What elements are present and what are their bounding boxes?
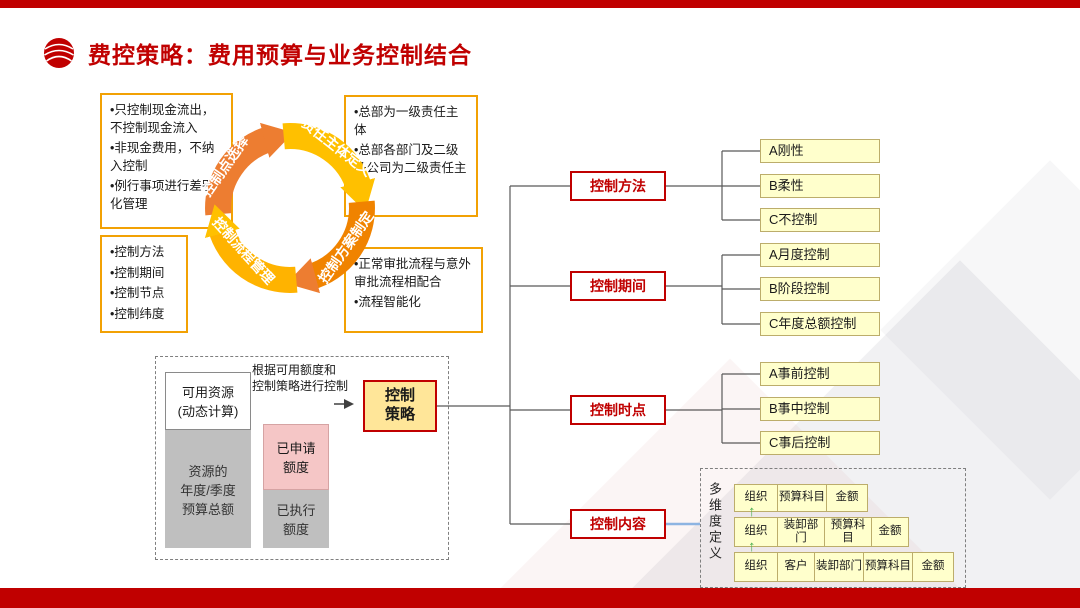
dimension-cell: 组织 bbox=[734, 484, 778, 512]
up-arrow-icon: ↑ bbox=[748, 538, 756, 555]
dimension-cell: 组织 bbox=[734, 552, 778, 582]
note-line: •控制期间 bbox=[110, 265, 165, 280]
note-line: •流程智能化 bbox=[354, 295, 421, 309]
leaf-box: A刚性 bbox=[760, 139, 880, 163]
branch-box-control-timing: 控制时点 bbox=[570, 395, 666, 425]
leaf-box: A月度控制 bbox=[760, 243, 880, 267]
note-box-approval-process: •正常审批流程与意外审批流程相配合 •流程智能化 bbox=[344, 247, 483, 333]
note-line: •非现金费用，不纳入控制 bbox=[110, 141, 215, 173]
total-budget-box: 资源的 年度/季度 预算总额 bbox=[165, 430, 251, 548]
dimension-cell: 预算科目 bbox=[824, 517, 872, 547]
brand-logo-icon bbox=[44, 38, 74, 68]
leaf-box: C事后控制 bbox=[760, 431, 880, 455]
applied-quota-box: 已申请 额度 bbox=[263, 424, 329, 490]
note-line: •只控制现金流出，不控制现金流入 bbox=[110, 103, 215, 135]
control-strategy-box: 控制 策略 bbox=[363, 380, 437, 432]
cycle-label-scheme: 控制方案制定 bbox=[315, 208, 376, 286]
note-line: •总部为一级责任主体 bbox=[354, 105, 459, 137]
up-arrow-icon: ↑ bbox=[748, 503, 756, 520]
dimension-cell: 组织 bbox=[734, 517, 778, 547]
branch-box-control-period: 控制期间 bbox=[570, 271, 666, 301]
dimension-side-label: 多维度定义 bbox=[707, 482, 722, 562]
dimension-row: 组织 客户 装卸部门 预算科目 金额 bbox=[734, 552, 954, 582]
cycle-arc-responsibility bbox=[282, 123, 376, 212]
leaf-box: C年度总额控制 bbox=[760, 312, 880, 336]
control-note-text: 根据可用额度和 控制策略进行控制 bbox=[252, 363, 349, 394]
dimension-cell: 金额 bbox=[912, 552, 954, 582]
dimension-panel bbox=[700, 468, 966, 588]
dimension-cell: 装卸部门 bbox=[777, 517, 825, 547]
dimension-cell: 金额 bbox=[826, 484, 868, 512]
note-line: •例行事项进行差别化管理 bbox=[110, 179, 215, 211]
dimension-row: 组织 预算科目 金额 bbox=[734, 484, 868, 512]
leaf-box: B阶段控制 bbox=[760, 277, 880, 301]
cycle-arc-scheme bbox=[286, 200, 375, 294]
branch-box-control-method: 控制方法 bbox=[570, 171, 666, 201]
dimension-cell: 装卸部门 bbox=[814, 552, 864, 582]
note-line: •控制节点 bbox=[110, 286, 165, 300]
bottom-red-bar bbox=[0, 588, 1080, 608]
note-line: •正常审批流程与意外审批流程相配合 bbox=[354, 257, 471, 289]
control-cycle-diagram: 控制点选择 责任主体定义 控制方案制定 控制流程管理 bbox=[198, 115, 377, 294]
top-red-bar bbox=[0, 0, 1080, 8]
dimension-cell: 金额 bbox=[871, 517, 909, 547]
note-line: •控制纬度 bbox=[110, 306, 165, 321]
dimension-row: 组织 装卸部门 预算科目 金额 bbox=[734, 517, 909, 547]
note-line: •控制方法 bbox=[110, 245, 165, 259]
executed-quota-box: 已执行 额度 bbox=[263, 490, 329, 548]
branch-box-control-content: 控制内容 bbox=[570, 509, 666, 539]
cycle-arc-process bbox=[204, 204, 298, 293]
dimension-cell: 预算科目 bbox=[863, 552, 913, 582]
cycle-arc-control-point bbox=[205, 122, 294, 216]
leaf-box: C不控制 bbox=[760, 208, 880, 232]
page-title: 费控策略：费用预算与业务控制结合 bbox=[88, 42, 472, 68]
leaf-box: B柔性 bbox=[760, 174, 880, 198]
leaf-box: B事中控制 bbox=[760, 397, 880, 421]
leaf-box: A事前控制 bbox=[760, 362, 880, 386]
dimension-cell: 预算科目 bbox=[777, 484, 827, 512]
dimension-cell: 客户 bbox=[777, 552, 815, 582]
budget-panel bbox=[155, 356, 449, 560]
note-box-control-dimensions: •控制方法 •控制期间 •控制节点 •控制纬度 bbox=[100, 235, 188, 333]
available-resource-box: 可用资源 (动态计算) bbox=[165, 372, 251, 430]
